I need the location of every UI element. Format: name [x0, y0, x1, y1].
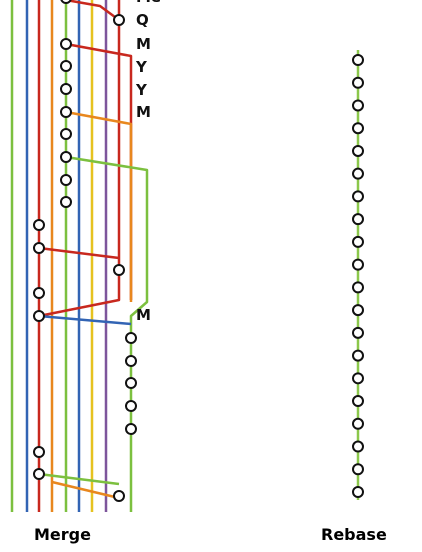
commit-node	[60, 151, 72, 163]
commit-message-label: M	[136, 103, 151, 121]
merge-connector-red-3	[38, 246, 120, 260]
merge-connector-red-2	[65, 42, 133, 300]
commit-node	[60, 128, 72, 140]
commit-node	[60, 174, 72, 186]
commit-node	[33, 310, 45, 322]
commit-node	[33, 468, 45, 480]
commit-node	[60, 196, 72, 208]
commit-node	[352, 349, 364, 362]
commit-node	[352, 326, 364, 339]
commit-node	[125, 400, 137, 412]
commit-node	[352, 99, 364, 112]
commit-node	[33, 242, 45, 254]
commit-node	[352, 190, 364, 203]
merge-connector-blue	[38, 314, 132, 326]
rebase-commits	[352, 54, 364, 498]
commit-node	[125, 355, 137, 367]
commit-node	[352, 281, 364, 294]
commit-node	[352, 122, 364, 135]
commit-node	[113, 14, 125, 26]
commit-node	[352, 167, 364, 180]
commit-node	[113, 264, 125, 276]
commit-node	[352, 463, 364, 476]
commit-node	[352, 372, 364, 385]
merge-branch-lines	[10, 0, 149, 512]
commit-node	[125, 423, 137, 435]
commit-node	[60, 83, 72, 95]
commit-node	[352, 76, 364, 89]
commit-message-label: M	[136, 35, 151, 53]
commit-node	[33, 219, 45, 231]
commit-node	[60, 0, 72, 4]
commit-message-label: Y	[136, 81, 147, 99]
commit-message-label: M	[136, 306, 151, 324]
commit-node	[125, 332, 137, 344]
merge-caption: Merge	[34, 525, 91, 544]
rebase-caption: Rebase	[321, 525, 387, 544]
branch-line-red-2	[38, 0, 121, 318]
commit-node	[352, 54, 364, 66]
commit-node	[352, 235, 364, 248]
commit-node	[352, 258, 364, 271]
commit-node	[352, 144, 364, 157]
commit-node	[352, 213, 364, 226]
commit-node	[125, 377, 137, 389]
merge-connector-green-2	[38, 472, 120, 486]
merge-commits	[33, 0, 137, 502]
commit-node	[33, 446, 45, 458]
commit-message-label: Y	[136, 58, 147, 76]
commit-node	[352, 395, 364, 408]
commit-node	[33, 287, 45, 299]
commit-node	[352, 440, 364, 453]
commit-node	[60, 106, 72, 118]
commit-node	[113, 490, 125, 502]
commit-message-label: Me	[136, 0, 161, 5]
commit-node	[60, 38, 72, 50]
commit-node	[352, 486, 364, 498]
commit-node	[352, 417, 364, 430]
merge-connector-orange	[65, 110, 133, 302]
commit-message-label: Q	[136, 11, 149, 29]
merge-connector-red	[65, 0, 120, 22]
commit-node	[352, 304, 364, 317]
merge-connector-orange-2	[51, 480, 120, 500]
commit-node	[60, 60, 72, 72]
